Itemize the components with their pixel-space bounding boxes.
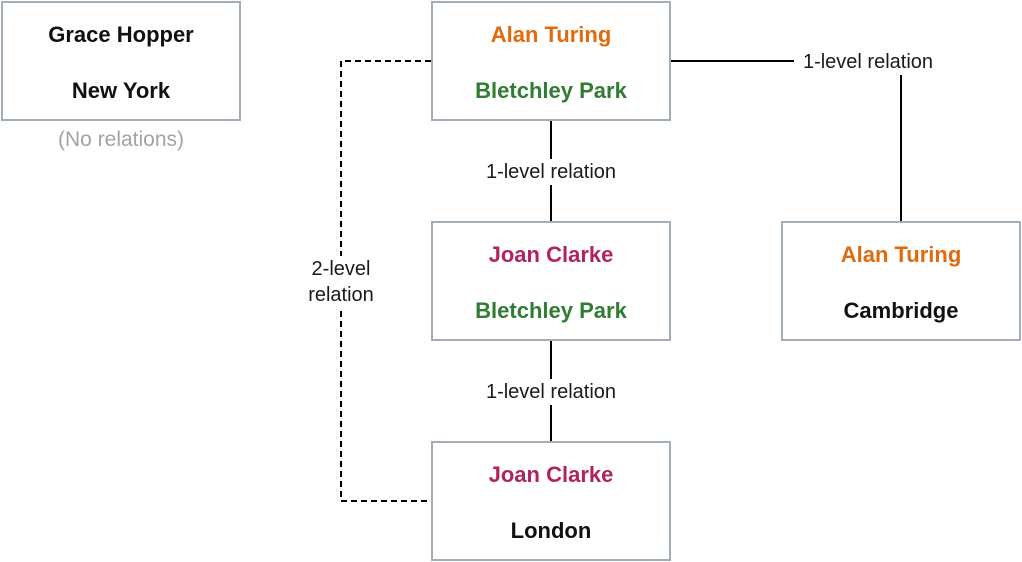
no-relations-note: (No relations) [57,128,185,151]
node-grace-hopper-new-york: Grace Hopper New York [1,1,241,121]
node-joan-clarke-bletchley-park: Joan Clarke Bletchley Park [431,221,671,341]
edge-turing-bp-to-turing-cambridge [671,60,902,221]
node-alan-turing-bletchley-park: Alan Turing Bletchley Park [431,1,671,121]
node-joan-clarke-london: Joan Clarke London [431,441,671,561]
node-name: Alan Turing [490,22,612,47]
node-name: Joan Clarke [488,462,614,487]
node-alan-turing-cambridge: Alan Turing Cambridge [781,221,1021,341]
node-place: London [510,518,592,543]
edge-label-clarke-bp-to-clarke-london: 1-level relation [477,379,625,405]
edge-label-2-level-relation: 2-level relation [300,256,382,308]
node-place: Cambridge [843,298,959,323]
node-name: Grace Hopper [48,22,194,47]
node-place: Bletchley Park [475,298,627,323]
node-name: Joan Clarke [488,242,614,267]
edge-label-turing-bp-to-turing-cambridge: 1-level relation [794,49,942,75]
edge-label-turing-bp-to-clarke-bp: 1-level relation [477,159,625,185]
node-place: Bletchley Park [475,78,627,103]
node-name: Alan Turing [840,242,962,267]
node-place: New York [71,78,171,103]
